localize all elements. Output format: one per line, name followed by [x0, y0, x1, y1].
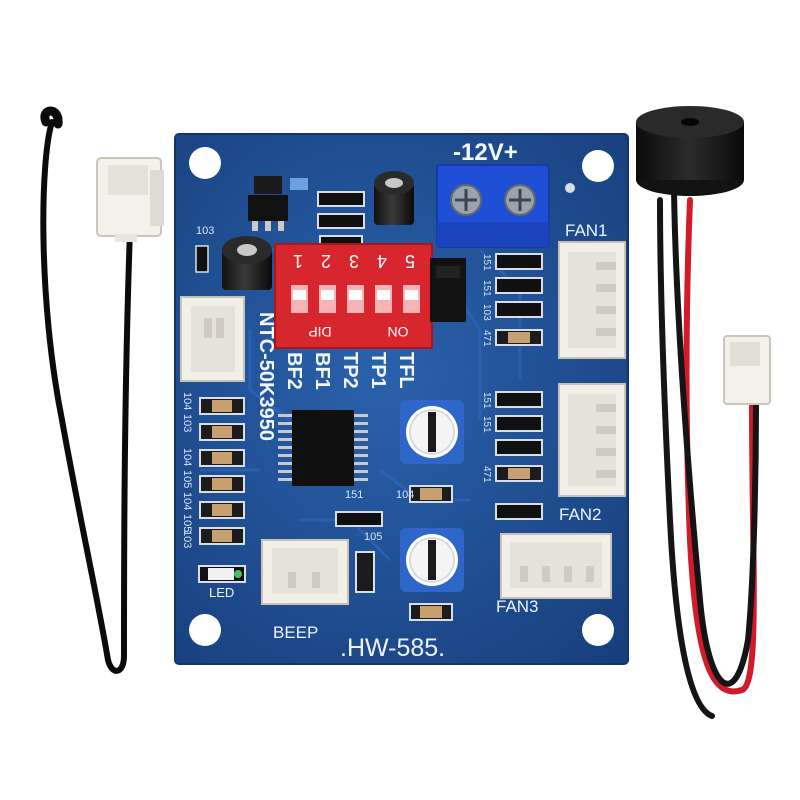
- fan1-label: FAN1: [565, 221, 608, 240]
- svg-text:103: 103: [181, 530, 193, 548]
- power-label: -12V+: [453, 139, 518, 166]
- smd-center: [335, 485, 453, 621]
- svg-text:105: 105: [181, 470, 193, 488]
- mosfet: [430, 258, 466, 322]
- svg-text:151: 151: [481, 254, 492, 271]
- fan3-connector: [500, 533, 612, 599]
- thermistor-probe: [40, 106, 164, 674]
- sensor-label: NTC-50K3950: [255, 312, 277, 441]
- svg-text:103: 103: [481, 304, 492, 321]
- smd-column-left: [199, 397, 245, 545]
- dip-number-4: 4: [377, 251, 387, 271]
- model-label: .HW-585.: [340, 634, 445, 662]
- beep-connector: [261, 539, 349, 605]
- fan2-label: FAN2: [559, 505, 602, 524]
- fan-block-codes: 151 151 471 103 151 151 471: [481, 254, 492, 483]
- svg-text:BF1: BF1: [311, 352, 333, 390]
- sensor-connector: [180, 296, 245, 382]
- smd-fan-block: [495, 253, 543, 520]
- electrolytic-capacitor-left: [222, 236, 272, 290]
- electrolytic-capacitor-top: [374, 171, 414, 225]
- svg-text:TP1: TP1: [367, 352, 389, 389]
- svg-text:471: 471: [481, 330, 492, 347]
- dip-left-label: DIP: [308, 324, 331, 340]
- svg-text:BF2: BF2: [283, 352, 305, 390]
- pcb-board: -12V+ 103: [174, 133, 629, 665]
- svg-text:TFL: TFL: [395, 352, 417, 389]
- chip-code: 151: [345, 489, 363, 501]
- cap-code: 104: [396, 489, 414, 501]
- led-label: LED: [209, 585, 234, 600]
- left-codes: 104 103 104 105 104 105 103: [181, 392, 193, 548]
- voltage-regulator: [248, 176, 308, 231]
- potentiometer-1[interactable]: [400, 400, 464, 464]
- dip-number-2: 2: [321, 251, 331, 271]
- mounting-holes: [189, 147, 614, 646]
- svg-text:104: 104: [181, 392, 193, 410]
- svg-text:103: 103: [181, 414, 193, 432]
- fan3-label: FAN3: [496, 597, 539, 616]
- potentiometer-2[interactable]: [400, 528, 464, 592]
- dip-right-label: ON: [388, 324, 409, 340]
- fan1-connector: [558, 241, 626, 359]
- status-led: [198, 565, 246, 583]
- dip-number-1: 1: [293, 251, 303, 271]
- dip-number-5: 5: [405, 251, 415, 271]
- svg-text:TP2: TP2: [339, 352, 361, 389]
- power-terminal-block: [436, 164, 550, 248]
- fan2-connector: [558, 383, 626, 497]
- dip-switch[interactable]: [274, 243, 433, 349]
- ic-chip: [278, 410, 368, 486]
- svg-text:105: 105: [181, 514, 193, 532]
- smd-resistors-top: [317, 191, 365, 249]
- svg-text:104: 104: [181, 448, 193, 466]
- svg-text:151: 151: [481, 280, 492, 297]
- svg-text:471: 471: [481, 466, 492, 483]
- dip-number-3: 3: [349, 251, 359, 271]
- dip-function-labels: BF2 BF1 TP2 TP1 TFL: [283, 352, 417, 390]
- svg-text:151: 151: [481, 416, 492, 433]
- code-103-top: 103: [196, 225, 214, 237]
- svg-text:151: 151: [481, 392, 492, 409]
- svg-text:104: 104: [181, 492, 193, 510]
- piezo-buzzer: [636, 106, 771, 719]
- beep-label: BEEP: [273, 623, 318, 642]
- code-105: 105: [364, 531, 382, 543]
